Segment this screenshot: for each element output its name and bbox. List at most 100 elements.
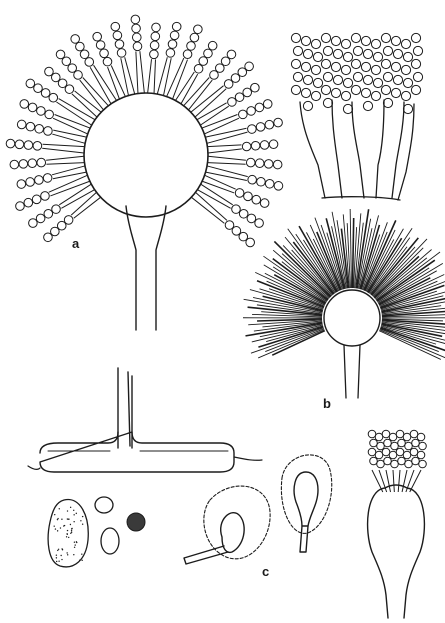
columnar-head-conidium <box>391 62 400 71</box>
columnar-head-conidium <box>383 72 392 81</box>
panel-a-hypha <box>28 457 262 469</box>
columnar-head-conidium <box>363 75 372 84</box>
clavate-head-conidium <box>412 457 420 465</box>
columnar-head-conidium <box>413 72 422 81</box>
panel-a-conidium <box>150 50 159 59</box>
speckle-dot <box>81 553 82 554</box>
columnar-head-conidium <box>313 78 322 87</box>
columnar-head-conidium <box>323 46 332 55</box>
speckle-dot <box>57 550 58 551</box>
columnar-head-conidium <box>321 59 330 68</box>
clavate-head-conidium <box>368 430 376 438</box>
panel-a-conidium <box>199 57 208 66</box>
panel-a-phialide <box>148 59 156 93</box>
speckle-dot <box>66 536 67 537</box>
clavate-head-phialide <box>386 470 391 492</box>
speckle-dot <box>56 557 57 558</box>
clavate-head-conidium <box>396 448 404 456</box>
speckle-dot <box>57 530 58 531</box>
columnar-head-conidium <box>393 49 402 58</box>
panel-a-conidium <box>24 198 33 207</box>
panel-a-phialide <box>191 86 226 117</box>
columnar-head-conidium <box>361 36 370 45</box>
clavate-head-conidium <box>382 430 390 438</box>
panel-a-phialide <box>136 51 144 93</box>
panel-c-cell-right <box>294 472 318 526</box>
speckle-dot <box>73 514 74 515</box>
speckle-dot <box>70 507 71 508</box>
panel-c-label: c <box>262 564 269 579</box>
speckle-dot <box>55 528 56 529</box>
columnar-head-conidium <box>311 65 320 74</box>
panel-a-conidium <box>255 103 264 112</box>
columnar-head-conidium <box>343 104 352 113</box>
panel-a-conidium <box>24 141 33 150</box>
panel-a-conidium <box>71 35 80 44</box>
columnar-head-conidium <box>311 39 320 48</box>
panel-a-conidium <box>251 141 260 150</box>
columnar-head-conidium <box>303 49 312 58</box>
speckle-dot <box>71 530 72 531</box>
columnar-head-conidium <box>353 46 362 55</box>
panel-a-conidium <box>166 49 175 58</box>
panel-a-phialide <box>46 156 84 164</box>
clavate-head-conidium <box>368 448 376 456</box>
clavate-head-conidium <box>391 460 399 468</box>
columnar-head-conidium <box>343 52 352 61</box>
columnar-head-conidium <box>311 91 320 100</box>
speckle-dot <box>75 544 76 545</box>
panel-a-conidium <box>245 62 254 71</box>
columnar-head-conidium <box>401 65 410 74</box>
panel-a-phialide <box>52 130 86 143</box>
panel-a-conidium <box>131 15 140 24</box>
panel-a-conidium <box>49 93 58 102</box>
speckle-dot <box>60 527 61 528</box>
columnar-head-conidium <box>321 33 330 42</box>
panel-b-label: b <box>323 396 331 411</box>
clavate-head-conidium <box>412 439 420 447</box>
panel-a-conidium <box>227 50 236 59</box>
speckle-dot <box>66 552 67 553</box>
panel-a-phialide <box>108 65 126 98</box>
columnar-head-conidium <box>383 98 392 107</box>
panel-a-conidium <box>32 195 41 204</box>
panel-a-conidium <box>264 160 273 169</box>
clavate-head-conidium <box>419 460 427 468</box>
clavate-head-conidium <box>417 433 425 441</box>
panel-a-conidium <box>151 32 160 41</box>
columnar-head-conidium <box>293 72 302 81</box>
speckle-dot <box>81 560 82 561</box>
panel-a-conidium <box>168 40 177 49</box>
columnar-head-conidium <box>341 65 350 74</box>
speckle-dot <box>79 560 80 561</box>
speckle-dot <box>67 510 68 511</box>
columnar-head-conidium <box>291 85 300 94</box>
panel-a-conidium <box>190 33 199 42</box>
speckle-dot <box>73 521 74 522</box>
panel-a-conidium <box>43 174 52 183</box>
speckle-dot <box>82 516 83 517</box>
panel-a-stipe <box>126 206 166 330</box>
clavate-head-conidium <box>396 430 404 438</box>
columnar-head-conidium <box>373 78 382 87</box>
speckle-dot <box>82 523 83 524</box>
panel-a-conidium <box>252 195 261 204</box>
panel-a-conidium <box>17 120 26 129</box>
panel-a-conidium <box>194 64 203 73</box>
panel-b-chain <box>265 329 324 352</box>
speckle-dot <box>74 547 75 548</box>
columnar-head-conidium <box>411 59 420 68</box>
dark-conidium <box>127 513 145 531</box>
panel-b-chain <box>332 226 346 288</box>
panel-a-conidium <box>255 159 264 168</box>
speckle-dot <box>71 532 72 533</box>
panel-a-conidium <box>132 33 141 42</box>
clavate-head-conidium <box>403 451 411 459</box>
columnar-head-conidium <box>373 52 382 61</box>
panel-a-conidium <box>96 41 105 50</box>
panel-a-conidium <box>41 89 50 98</box>
panel-b-chain <box>353 218 354 288</box>
panel-a-conidium <box>45 67 54 76</box>
panel-a-conidium <box>17 180 26 189</box>
panel-a-conidium <box>274 182 283 191</box>
